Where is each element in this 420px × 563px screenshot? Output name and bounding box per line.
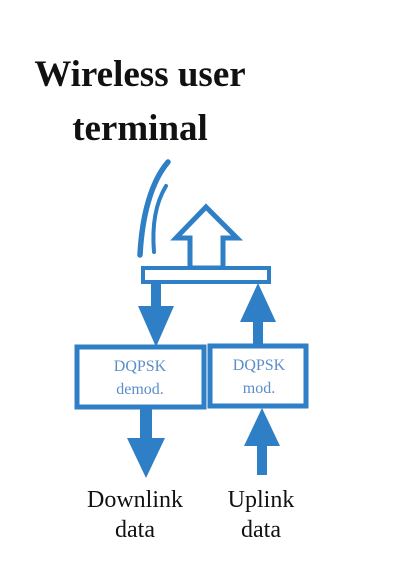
downlink-data-label: Downlink data bbox=[60, 485, 210, 545]
dqpsk-mod-block: DQPSK mod. bbox=[207, 343, 309, 409]
diagram-title-line2: terminal bbox=[72, 108, 208, 149]
uplink-label-line1: Uplink bbox=[227, 487, 295, 513]
antenna-bus-bar bbox=[141, 266, 271, 284]
downlink-rx-arrow bbox=[138, 282, 174, 347]
uplink-label-line2: data bbox=[241, 517, 281, 543]
radio-waves-icon bbox=[137, 159, 171, 258]
antenna-arrow-icon bbox=[170, 203, 244, 271]
downlink-label-line1: Downlink bbox=[87, 487, 183, 513]
uplink-data-label: Uplink data bbox=[196, 485, 326, 545]
uplink-tx-arrow bbox=[240, 283, 276, 346]
demod-label-line2: demod. bbox=[116, 381, 164, 398]
mod-label-line1: DQPSK bbox=[233, 357, 286, 374]
mod-label-line2: mod. bbox=[243, 380, 275, 397]
downlink-label-line2: data bbox=[115, 517, 155, 543]
uplink-data-arrow bbox=[244, 408, 280, 475]
dqpsk-demod-block: DQPSK demod. bbox=[74, 344, 207, 410]
downlink-data-arrow bbox=[127, 409, 165, 478]
demod-label-line1: DQPSK bbox=[114, 358, 167, 375]
diagram-title-line1: Wireless user bbox=[34, 54, 246, 95]
